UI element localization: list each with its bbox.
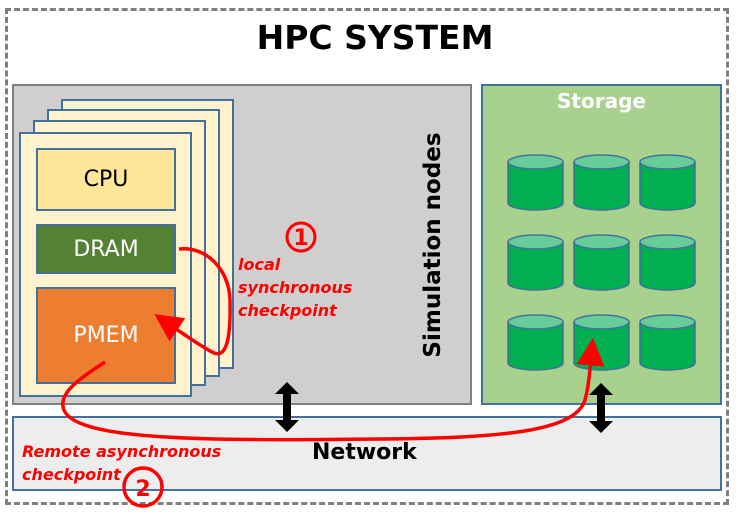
dram-block: DRAM (36, 224, 176, 274)
local-checkpoint-line: synchronous (238, 278, 353, 297)
local-checkpoint-line: checkpoint (238, 301, 337, 320)
remote-checkpoint-line: Remote asynchronous (22, 442, 222, 461)
pmem-block: PMEM (36, 287, 176, 384)
dram-label: DRAM (73, 236, 139, 262)
simulation-nodes-label: Simulation nodes (420, 132, 446, 358)
pmem-label: PMEM (73, 323, 139, 348)
storage-title: Storage (557, 89, 646, 113)
cpu-block: CPU (36, 148, 176, 211)
simulation-nodes-label-wrap: Simulation nodes (398, 110, 468, 380)
network-label: Network (312, 440, 417, 465)
local-checkpoint-label: local synchronous checkpoint (238, 253, 352, 322)
remote-checkpoint-line: checkpoint (22, 465, 121, 484)
cpu-label: CPU (83, 167, 129, 192)
remote-checkpoint-label: Remote asynchronous checkpoint (22, 440, 221, 486)
hpc-system-boundary (5, 8, 729, 505)
diagram-title: HPC SYSTEM (256, 18, 494, 57)
local-checkpoint-line: local (238, 255, 281, 274)
storage-panel (481, 84, 722, 405)
